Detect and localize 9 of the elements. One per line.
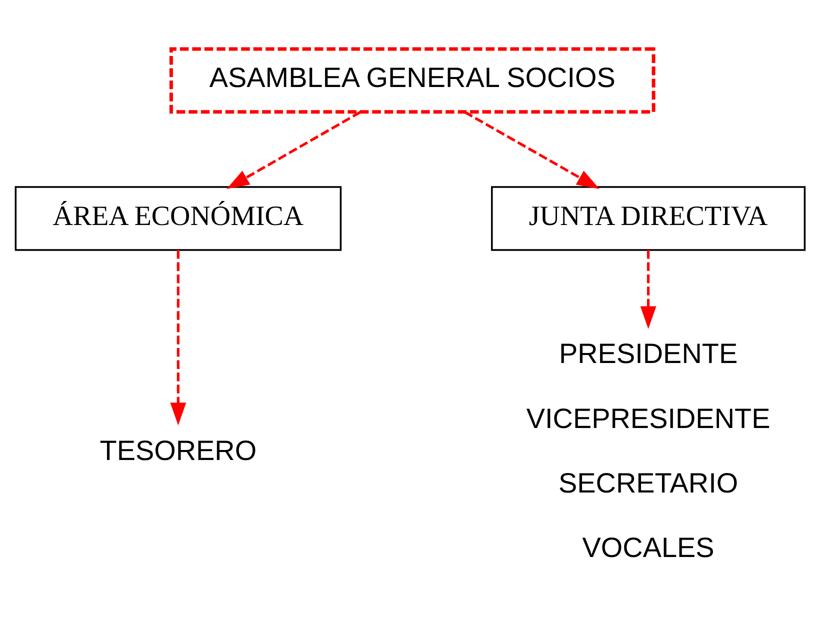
node-text: TESORERO bbox=[100, 435, 257, 466]
arrow bbox=[226, 110, 362, 189]
arrow bbox=[170, 250, 186, 426]
node-box: JUNTA DIRECTIVA bbox=[491, 186, 806, 251]
node-box: ÁREA ECONÓMICA bbox=[14, 186, 342, 251]
arrow bbox=[640, 250, 656, 330]
arrow bbox=[464, 110, 600, 189]
node-box: ASAMBLEA GENERAL SOCIOS bbox=[169, 47, 656, 114]
node-text: PRESIDENTE VICEPRESIDENTE SECRETARIO VOCALES bbox=[526, 338, 770, 564]
